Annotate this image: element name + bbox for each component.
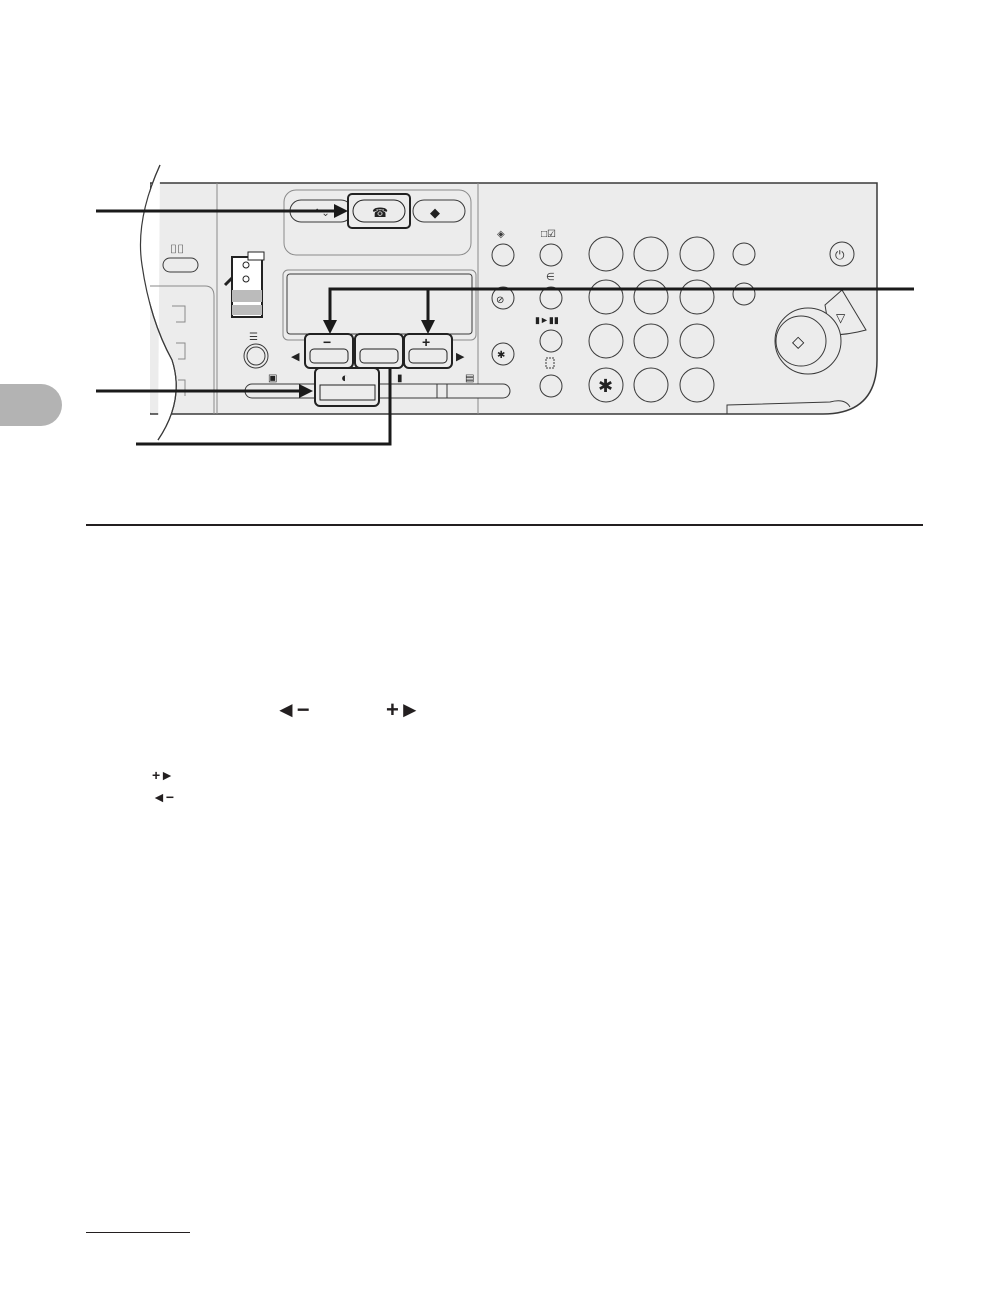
chapter-tab <box>0 384 62 426</box>
section-divider <box>86 524 923 526</box>
plus-key: + <box>403 333 453 369</box>
svg-text:☰: ☰ <box>249 332 258 343</box>
callout-lines <box>96 204 914 446</box>
svg-text:▣: ▣ <box>268 373 277 384</box>
svg-text:▶: ▶ <box>456 351 465 363</box>
svg-text:⌃⌄: ⌃⌄ <box>313 208 330 219</box>
svg-text:▽: ▽ <box>836 311 846 325</box>
svg-text:∈: ∈ <box>546 272 555 283</box>
svg-text:◇: ◇ <box>792 334 805 351</box>
list-key-glyph-minus: ◄− <box>152 789 175 805</box>
machine-status-icon <box>223 251 265 318</box>
list-key-glyph-plus: +► <box>152 767 175 783</box>
svg-text:✱: ✱ <box>497 350 505 361</box>
minus-key: − <box>304 333 354 369</box>
fax-key: ☎ <box>347 193 411 229</box>
operation-panel-illustration: ⌷⌷ ☰ ⌃⌄ ☎ ◆ − <box>96 164 914 455</box>
left-side-tabs <box>150 285 215 414</box>
svg-text:⊘: ⊘ <box>496 295 504 306</box>
svg-text:+: + <box>422 334 430 350</box>
lcd-screen <box>286 273 473 335</box>
density-key: ◐ <box>314 367 380 407</box>
function-keys-col1: ◈ ⊘ ✱ <box>491 229 515 366</box>
numeric-keypad: ✱ <box>588 236 756 403</box>
job-status-key: ☰ <box>243 332 269 369</box>
function-keys-col2: □☑ ∈ ▮►▮▮ <box>535 229 563 398</box>
svg-text:⌷⌷: ⌷⌷ <box>170 242 184 256</box>
guide-key: ⌷⌷ <box>162 242 199 273</box>
scan-key: ◆ <box>412 199 466 223</box>
left-minus-key-glyph: ◄− <box>275 697 310 722</box>
plus-right-key-glyph: +► <box>386 697 421 722</box>
svg-text:−: − <box>323 334 331 350</box>
svg-text:◀: ◀ <box>291 351 300 363</box>
start-key: ◇ <box>774 307 842 375</box>
svg-text:◆: ◆ <box>430 205 440 220</box>
svg-text:◐: ◐ <box>341 370 349 385</box>
ok-key <box>354 333 404 369</box>
svg-text:✱: ✱ <box>598 376 613 396</box>
power-key: ⏻ <box>829 241 855 267</box>
svg-text:▤: ▤ <box>465 373 474 384</box>
svg-text:▮►▮▮: ▮►▮▮ <box>535 315 559 325</box>
svg-text:☎: ☎ <box>372 205 388 220</box>
footnote-rule <box>86 1232 190 1233</box>
svg-text:⏻: ⏻ <box>835 248 845 262</box>
svg-text:▮: ▮ <box>397 373 403 384</box>
svg-text:□☑: □☑ <box>541 229 556 240</box>
svg-text:◈: ◈ <box>497 229 505 240</box>
